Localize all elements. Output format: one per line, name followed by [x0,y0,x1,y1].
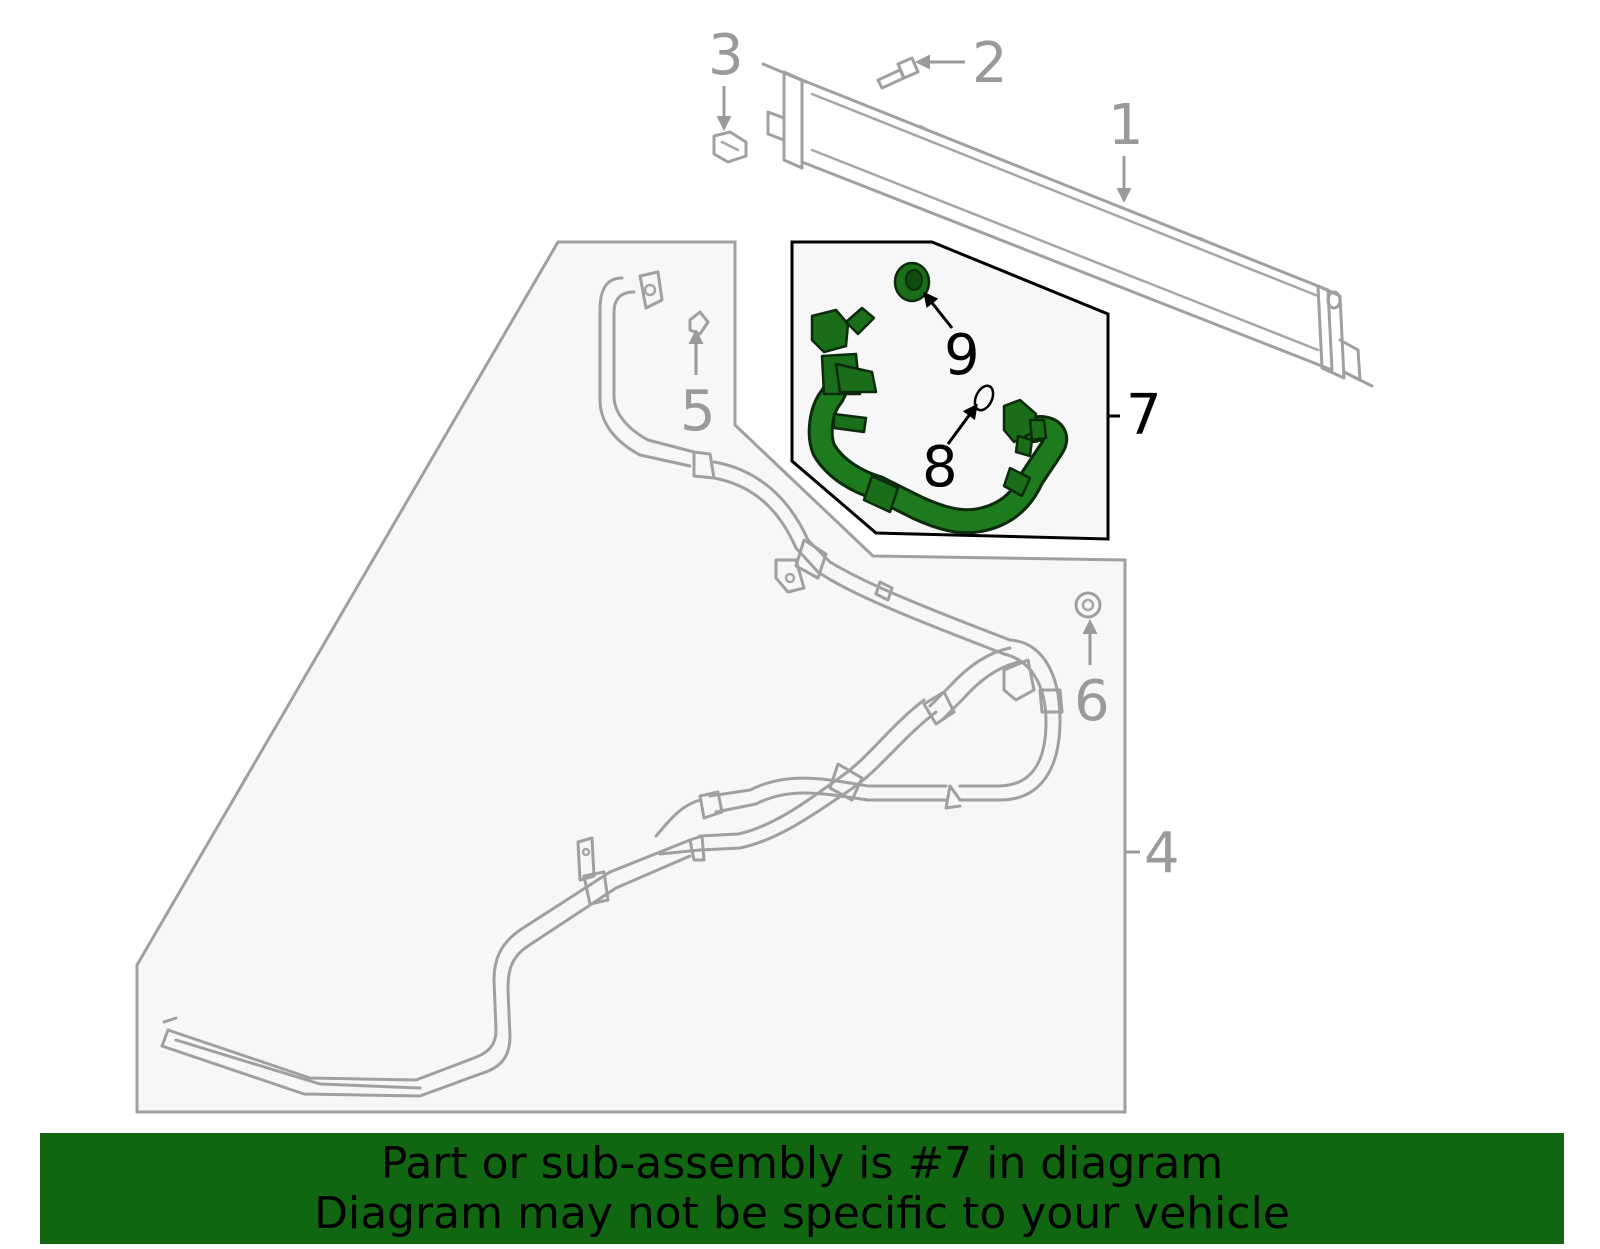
callout-5: 5 [680,379,716,444]
leader-8 [946,403,978,445]
banner-line-2: Diagram may not be specific to your vehi… [314,1188,1290,1239]
o-ring-part-8 [973,384,995,412]
callout-8: 8 [922,435,958,500]
callout-7: 7 [1126,383,1162,448]
cooler-lines-part-4 [160,270,1064,1098]
info-banner: Part or sub-assembly is #7 in diagram Di… [40,1133,1564,1244]
banner-line-1: Part or sub-assembly is #7 in diagram [380,1138,1224,1189]
bolt-part-2 [876,56,920,90]
callout-3: 3 [708,23,744,88]
clip-part-3 [712,130,748,164]
seal-part-9 [893,261,931,303]
seal-ring-part-6 [1074,591,1102,619]
group-4-panel [135,240,1127,1114]
callout-6: 6 [1074,669,1110,734]
callout-1: 1 [1108,93,1144,158]
seal-part-5 [688,310,710,336]
leader-9 [923,291,954,329]
callout-9: 9 [944,323,980,388]
oil-cooler-part-1 [761,62,1374,388]
callout-2: 2 [972,31,1008,96]
cooler-hose-part-7 [807,306,1069,535]
callout-4: 4 [1144,821,1180,886]
